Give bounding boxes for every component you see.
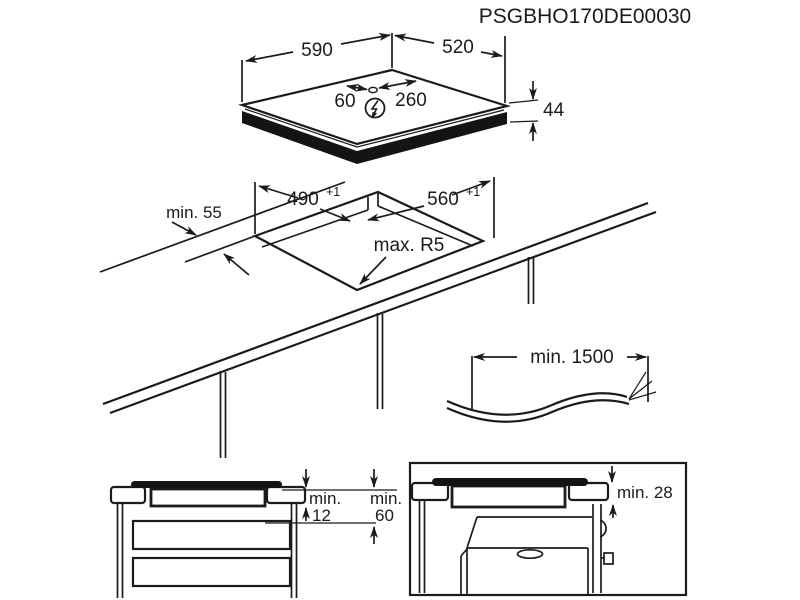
- dim-560-tolerance: +1: [466, 185, 480, 199]
- ref-line-44-bottom: [509, 120, 539, 123]
- cable-wave-top: [446, 392, 628, 416]
- dim-maxr5-arrow: [359, 256, 387, 285]
- dim-490-label: 490: [287, 189, 319, 210]
- hob-glass-bevel: [244, 108, 505, 148]
- dim-590-arrow-right: [340, 33, 391, 45]
- dim-min60-word: min.: [370, 489, 402, 508]
- dim-min55-arrow-1: [171, 221, 197, 236]
- worktop-section-left: [109, 485, 147, 505]
- hob-side-band: [242, 111, 507, 164]
- dim-490-tolerance: +1: [326, 185, 340, 199]
- dim-520-arrow-left: [394, 33, 435, 44]
- oven-view-hob-body: [450, 484, 567, 509]
- dim-min12-value: 12: [312, 506, 331, 525]
- hob-glass-section: [131, 481, 282, 488]
- oven-knob-bump: [599, 519, 607, 538]
- dim-260-label: 260: [395, 90, 427, 111]
- cabinet-side-view: min. 12 min. 60: [109, 469, 402, 598]
- dim-44-label: 44: [543, 100, 565, 121]
- hob-isometric-view: 590 520 60 260 44: [237, 33, 565, 164]
- dim-min55-label: min. 55: [166, 203, 222, 222]
- cabinet-legs: [219, 257, 535, 458]
- drawing-code-label: PSGBHO170DE00030: [479, 5, 691, 28]
- oven-outline: [460, 504, 614, 594]
- cutout-corner-extension: [184, 235, 256, 263]
- ref-line-44-top: [508, 99, 539, 104]
- oven-handle-slot: [516, 548, 544, 560]
- dim-260-line: [378, 79, 417, 90]
- drawer-1: [131, 519, 292, 551]
- cable-stripped-wires: [628, 371, 657, 401]
- dim-490-arrow-left: [258, 185, 299, 199]
- dim-min55-arrow-2: [223, 253, 250, 276]
- dim-maxr5-label: max. R5: [374, 235, 445, 256]
- worktop-section-right: [265, 485, 307, 505]
- oven-view-frame: [408, 461, 688, 597]
- dim-590-arrow-left: [245, 51, 294, 63]
- oven-view-hob-glass: [432, 478, 588, 486]
- dim-60-label: 60: [334, 91, 355, 112]
- dim-min12-word: min.: [309, 489, 341, 508]
- lightning-icon: [364, 97, 386, 119]
- dim-min60-value: 60: [375, 506, 394, 525]
- dim-560-label: 560: [427, 189, 459, 210]
- mains-cable-detail: min. 1500: [446, 347, 657, 423]
- oven-view-worktop-left: [410, 481, 450, 502]
- dim-490-arrow-right: [319, 208, 351, 222]
- side-view-legs: [116, 502, 298, 598]
- oven-view-worktop-right: [567, 481, 610, 502]
- cable-outlet-mark: [368, 86, 378, 94]
- worktop-front-edge-top: [102, 201, 649, 406]
- worktop-back-edge: [99, 181, 346, 273]
- hob-glass-top: [237, 68, 512, 146]
- drawer-2: [131, 556, 292, 588]
- cutout-opening: [252, 190, 486, 292]
- dim-520-label: 520: [442, 37, 474, 58]
- dim-min1500-label: min. 1500: [530, 347, 613, 368]
- oven-clearance-view: min. 28: [408, 461, 688, 597]
- oven-side-knob: [603, 552, 614, 565]
- dim-60-line: [346, 83, 368, 92]
- hob-body-section: [149, 487, 267, 508]
- dim-560-arrow-right: [451, 180, 491, 196]
- dim-520-arrow-right: [480, 50, 503, 58]
- worktop-cutout-view: min. 55 490 +1 560 +1 max. R5: [99, 177, 657, 458]
- dim-min28-label: min. 28: [617, 483, 673, 502]
- cable-wave-bottom: [446, 399, 630, 423]
- dim-590-label: 590: [301, 40, 333, 61]
- dim-560-arrow-left: [367, 205, 425, 222]
- worktop-front-edge-bottom: [109, 210, 657, 415]
